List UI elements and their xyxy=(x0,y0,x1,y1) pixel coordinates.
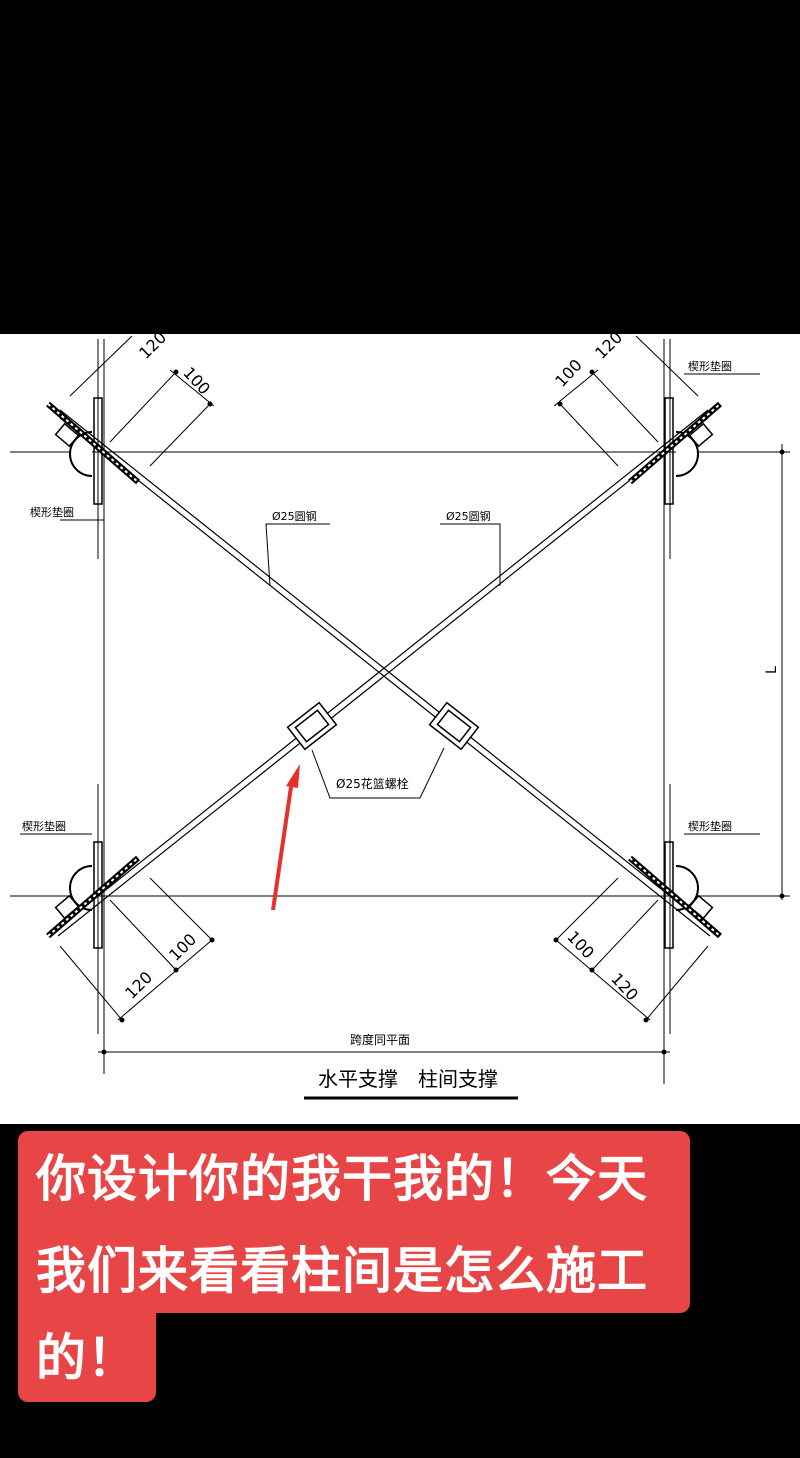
dim-l: L xyxy=(764,666,780,674)
label-leaders xyxy=(20,373,760,835)
column-plates xyxy=(93,397,674,949)
dim-120-tr: 120 xyxy=(591,334,626,363)
dim-100-br: 100 xyxy=(563,927,598,962)
caption-line-1: 你设计你的我干我的！今天 xyxy=(36,1150,648,1208)
dim-100-bl: 100 xyxy=(165,930,200,965)
rod-label-left: Ø25圆钢 xyxy=(272,510,317,523)
turnbuckles xyxy=(286,701,480,751)
caption-background-tail xyxy=(18,1300,156,1402)
wedge-washers xyxy=(69,431,699,911)
caption-line-3: 的！ xyxy=(36,1329,138,1387)
dim-120-tl: 120 xyxy=(135,334,170,363)
dim-100-tl: 100 xyxy=(179,363,214,398)
bracing-drawing: 120 100 120 100 100 120 100 120 L Ø25圆钢 … xyxy=(0,334,800,1124)
caption-background xyxy=(18,1131,690,1313)
caption-line-2: 我们来看看柱间是怎么施工 xyxy=(36,1242,648,1300)
dim-120-br: 120 xyxy=(607,969,642,1004)
span-label: 跨度同平面 xyxy=(350,1032,410,1047)
rod-label-right: Ø25圆钢 xyxy=(446,510,491,523)
dimension-ticks xyxy=(101,369,785,1055)
dim-120-bl: 120 xyxy=(121,968,156,1003)
turnbuckle-label: Ø25花篮螺栓 xyxy=(336,776,409,791)
washer-label-bl: 楔形垫圈 xyxy=(22,819,66,833)
thread-marks xyxy=(47,403,721,937)
washer-label-tr: 楔形垫圈 xyxy=(688,359,732,373)
red-arrow-icon xyxy=(271,764,300,911)
washer-label-br: 楔形垫圈 xyxy=(688,819,732,833)
dim-100-tr: 100 xyxy=(551,355,586,390)
washer-label-tl: 楔形垫圈 xyxy=(30,505,74,519)
cross-rods xyxy=(57,409,711,937)
drawing-title: 水平支撑 柱间支撑 xyxy=(318,1067,498,1091)
nuts xyxy=(54,422,714,920)
